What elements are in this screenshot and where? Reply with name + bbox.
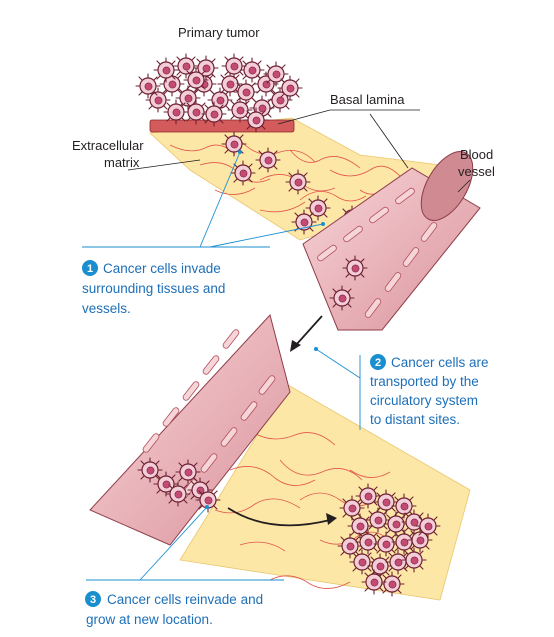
- step-2-line-1: Cancer cells are: [391, 355, 489, 370]
- cancer-cell: [165, 481, 191, 507]
- tumor-cell: [415, 513, 441, 539]
- step-2-number: 2: [375, 357, 381, 369]
- cancer-cell: [291, 209, 317, 235]
- step-1-line-2: surrounding tissues and: [82, 281, 225, 296]
- step-3: 3 Cancer cells reinvade and grow at new …: [85, 505, 284, 627]
- step-1: 1 Cancer cells invade surrounding tissue…: [82, 150, 325, 316]
- tumor-cell: [401, 547, 427, 573]
- step-1-number: 1: [87, 263, 93, 275]
- cancer-cell: [255, 147, 281, 173]
- blood-vessel-top: [302, 151, 481, 331]
- blood-vessel-bottom: [89, 313, 291, 546]
- step-1-line-1: Cancer cells invade: [103, 261, 221, 276]
- tumor-cell: [373, 531, 399, 557]
- tumor-cell: [201, 101, 227, 127]
- tumor-cell: [379, 571, 405, 597]
- leader-basal-lamina-vessel: [369, 113, 409, 169]
- label-basal-lamina: Basal lamina: [330, 92, 405, 107]
- ecm-fibers-bottom: [214, 429, 393, 589]
- step-2-line-3: circulatory system: [370, 393, 478, 408]
- transport-arrow: [290, 315, 323, 352]
- tumor-cell: [365, 507, 391, 533]
- label-primary-tumor: Primary tumor: [178, 25, 260, 40]
- cancer-cell: [285, 169, 311, 195]
- tumor-cell: [361, 569, 387, 595]
- label-blood-1: Blood: [460, 147, 493, 162]
- tumor-cell: [183, 99, 209, 125]
- step-3-line-1: Cancer cells reinvade and: [107, 592, 263, 607]
- leader-basal-lamina: [277, 109, 331, 125]
- step-2-line-4: to distant sites.: [370, 412, 460, 427]
- cancer-cell: [175, 459, 201, 485]
- step-2-line-2: transported by the: [370, 374, 479, 389]
- growth-arrow: [227, 507, 337, 527]
- leader-blood-vessel: [457, 179, 471, 193]
- tumor-cell: [277, 75, 303, 101]
- tumor-cell: [349, 549, 375, 575]
- label-extracellular-1: Extracellular: [72, 138, 144, 153]
- label-blood-2: vessel: [458, 164, 495, 179]
- step-1-line-3: vessels.: [82, 301, 131, 316]
- label-extracellular-2: matrix: [104, 155, 140, 170]
- step-1-badge: [82, 260, 98, 276]
- tumor-cell: [355, 529, 381, 555]
- step-3-number: 3: [90, 594, 96, 606]
- cancer-cell: [221, 131, 247, 157]
- tumor-cell: [221, 53, 247, 79]
- cancer-cell: [137, 457, 163, 483]
- tumor-cell: [183, 67, 209, 93]
- step-2: 2 Cancer cells are transported by the ci…: [314, 347, 489, 430]
- step-2-badge: [370, 354, 386, 370]
- step-3-badge: [85, 591, 101, 607]
- tumor-cell: [135, 73, 161, 99]
- tumor-cell: [153, 57, 179, 83]
- step-3-line-2: grow at new location.: [86, 612, 213, 627]
- leader-extracellular: [127, 159, 201, 171]
- tumor-cell: [243, 107, 269, 133]
- tumor-cell: [355, 483, 381, 509]
